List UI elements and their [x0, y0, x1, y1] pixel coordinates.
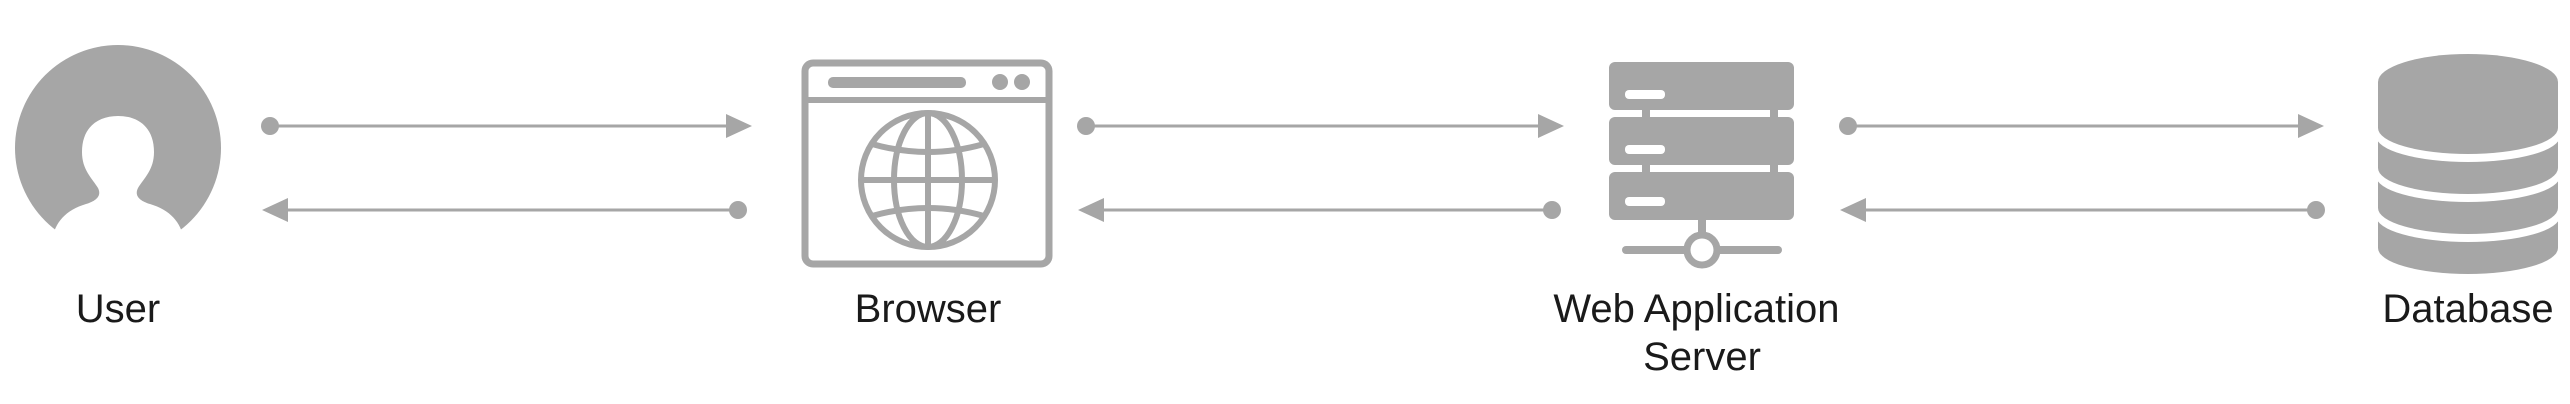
connection-server-database	[1839, 114, 2325, 222]
browser-label-line: Browser	[855, 287, 1002, 331]
database-cylinder-icon	[2376, 54, 2560, 274]
arrow-server-to-browser	[1078, 198, 1561, 222]
connection-user-browser	[261, 114, 752, 222]
arrow-browser-to-server	[1077, 114, 1564, 138]
database-label-line: Database	[2382, 287, 2553, 331]
arrow-server-to-database	[1839, 114, 2324, 138]
server-rack-icon	[1609, 62, 1794, 269]
server-label-line-1: Web Application	[1553, 287, 1839, 331]
user-label-line: User	[76, 287, 160, 331]
database-label: Database	[2382, 287, 2553, 331]
browser-window-globe-icon	[801, 59, 1053, 268]
server-label-line-2: Server	[1643, 335, 1761, 379]
globe-icon	[858, 110, 998, 250]
arrow-database-to-server	[1840, 198, 2325, 222]
server-label: Web Application Server	[1553, 287, 1850, 379]
arrow-user-to-browser	[261, 114, 752, 138]
arrow-browser-to-user	[262, 198, 747, 222]
connection-browser-server	[1077, 114, 1564, 222]
browser-label: Browser	[855, 287, 1002, 331]
user-label: User	[76, 287, 160, 331]
user-avatar-icon	[15, 45, 221, 256]
